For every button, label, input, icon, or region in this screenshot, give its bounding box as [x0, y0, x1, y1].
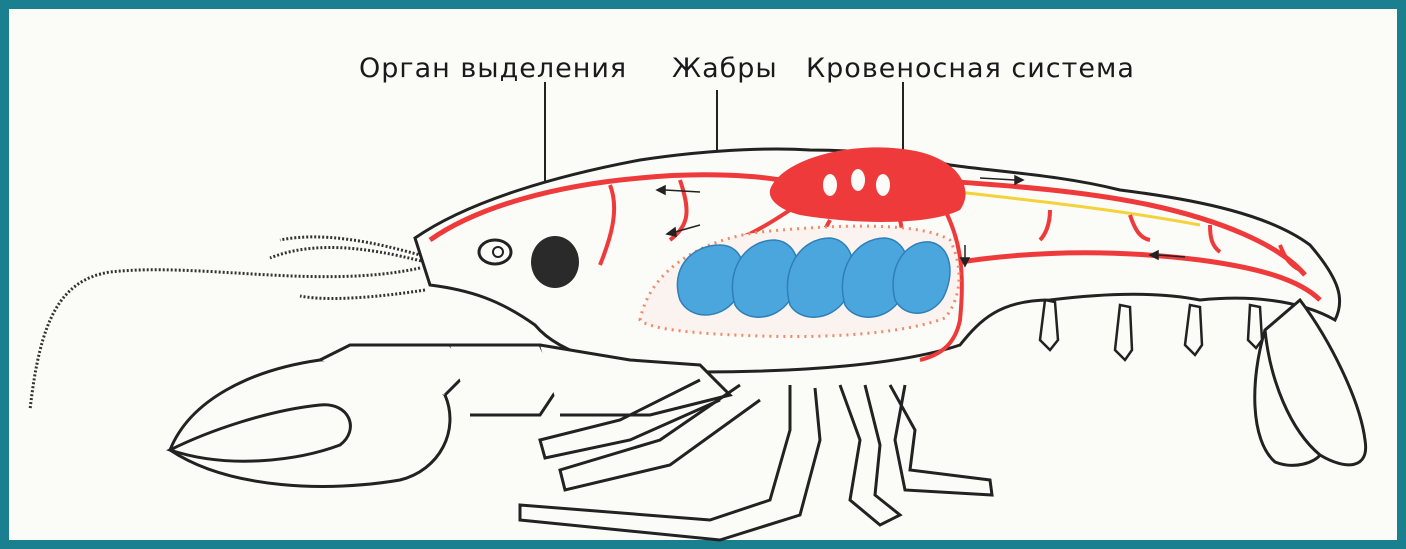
gills [677, 238, 950, 317]
excretory-organ [531, 236, 579, 288]
swimmerets [1040, 300, 1262, 360]
claw [170, 345, 730, 486]
tail-fan [1265, 300, 1366, 465]
eye [479, 240, 511, 264]
